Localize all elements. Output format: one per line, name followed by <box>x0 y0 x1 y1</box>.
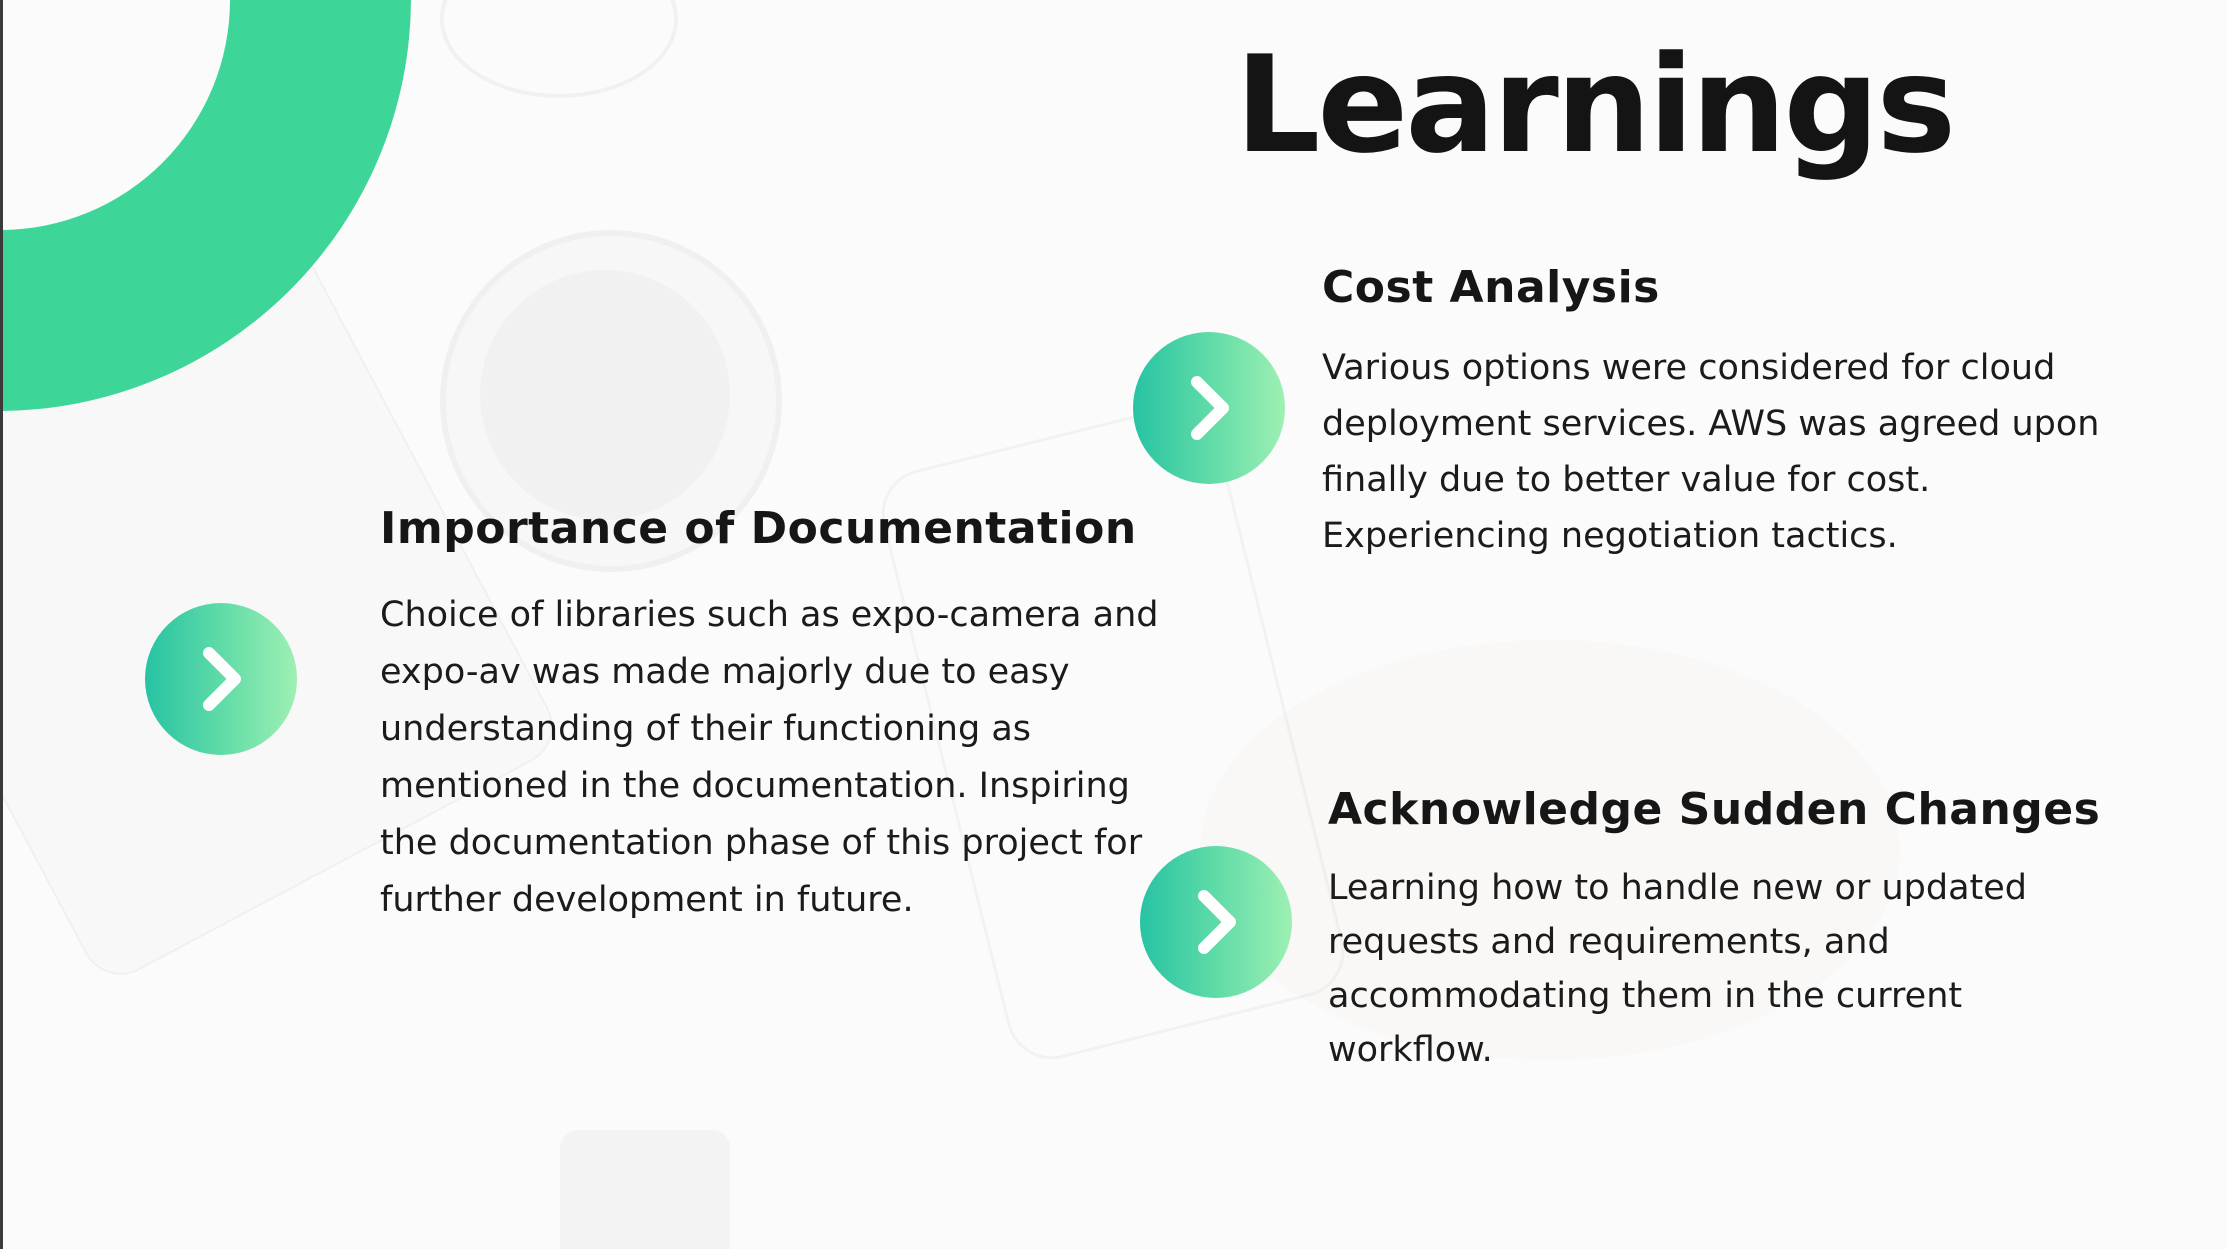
body-line: accommodating them in the current <box>1328 976 1963 1016</box>
section-body-documentation: Choice of libraries such as expo-camera … <box>380 587 1158 929</box>
body-line: Various options were considered for clou… <box>1322 348 2056 388</box>
section-heading-documentation: Importance of Documentation <box>380 503 1137 554</box>
section-heading-changes: Acknowledge Sudden Changes <box>1328 784 2101 835</box>
body-line: further development in future. <box>380 880 914 920</box>
body-line: understanding of their functioning as <box>380 709 1032 749</box>
background-camera-lens <box>440 0 678 98</box>
body-line: workflow. <box>1328 1030 1493 1070</box>
slide-left-border <box>0 0 3 1249</box>
background-watch <box>560 1130 730 1249</box>
body-line: deployment services. AWS was agreed upon <box>1322 404 2100 444</box>
section-body-changes: Learning how to handle new or updated re… <box>1328 861 2027 1077</box>
body-line: requests and requirements, and <box>1328 922 1890 962</box>
body-line: expo-av was made majorly due to easy <box>380 652 1070 692</box>
section-heading-cost: Cost Analysis <box>1322 262 1660 313</box>
body-line: Experiencing negotiation tactics. <box>1322 516 1898 556</box>
chevron-right-icon <box>1133 332 1285 484</box>
body-line: Choice of libraries such as expo-camera … <box>380 595 1159 635</box>
chevron-right-icon <box>1140 846 1292 998</box>
body-line: Learning how to handle new or updated <box>1328 868 2028 908</box>
body-line: mentioned in the documentation. Inspirin… <box>380 766 1130 806</box>
section-body-cost: Various options were considered for clou… <box>1322 340 2099 564</box>
background-coffee <box>480 270 730 520</box>
slide-title: Learnings <box>1235 27 1956 183</box>
body-line: finally due to better value for cost. <box>1322 460 1931 500</box>
body-line: the documentation phase of this project … <box>380 823 1143 863</box>
chevron-right-icon <box>145 603 297 755</box>
